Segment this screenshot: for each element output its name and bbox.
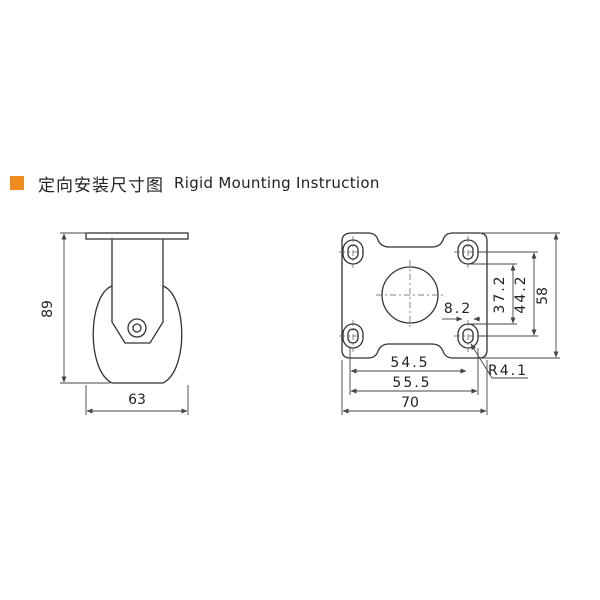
axle-inner <box>132 323 142 333</box>
dim-8-2-label: 8.2 <box>444 301 472 317</box>
wheel <box>92 285 183 384</box>
dim-70-label: 70 <box>401 395 419 411</box>
dim-r4-1-leader <box>470 343 493 379</box>
title-chinese: 定向安装尺寸图 <box>38 175 164 196</box>
top-plate <box>85 232 189 240</box>
title-english: Rigid Mounting Instruction <box>174 174 380 192</box>
section-header: 定向安装尺寸图 Rigid Mounting Instruction <box>10 172 380 196</box>
dim-58-label: 58 <box>535 287 551 305</box>
dim-37-2-label: 37.2 <box>492 274 508 313</box>
dim-55-5-label: 55.5 <box>392 375 431 391</box>
side-view <box>85 232 189 384</box>
center-lines <box>339 236 482 352</box>
dim-44-2-label: 44.2 <box>513 274 529 313</box>
axle-outer <box>127 318 147 338</box>
orange-square-icon <box>10 176 24 190</box>
dim-54-5-label: 54.5 <box>390 355 429 371</box>
side-dimensions <box>60 232 189 415</box>
dim-r4-1-label: R4.1 <box>488 363 528 379</box>
side-width-label: 63 <box>128 392 146 408</box>
fork-bracket <box>111 239 164 344</box>
plate-dimensions <box>341 232 560 415</box>
side-height-label: 89 <box>40 300 56 318</box>
plate-outline <box>341 232 488 359</box>
